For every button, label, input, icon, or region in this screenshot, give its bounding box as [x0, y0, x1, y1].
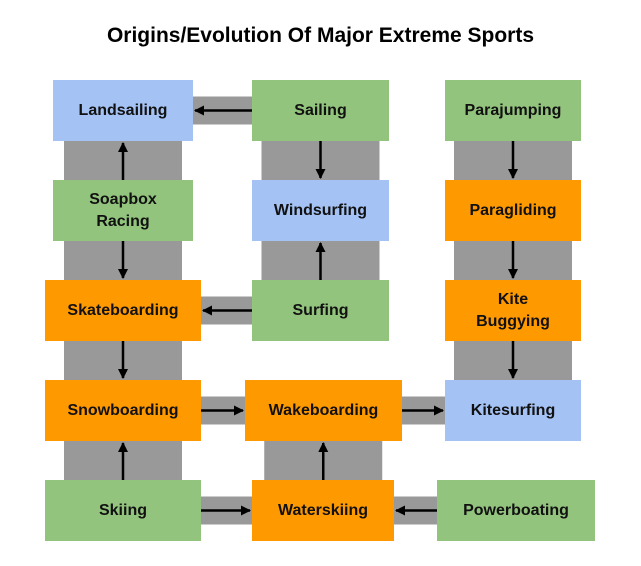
node-label-wakeboarding: Wakeboarding [268, 401, 379, 419]
node-soapbox: Soapbox Racing [53, 180, 193, 241]
node-powerboating: Powerboating [437, 480, 595, 541]
node-windsurfing: Windsurfing [252, 180, 389, 241]
node-label-sailing: Sailing [294, 101, 347, 119]
node-label-paragliding: Paragliding [469, 201, 557, 219]
node-kitesurfing: Kitesurfing [445, 380, 581, 441]
node-surfing: Surfing [252, 280, 389, 341]
node-sailing: Sailing [252, 80, 389, 141]
node-kitebuggying: Kite Buggying [445, 280, 581, 341]
node-label-kitebuggying: Kite Buggying [476, 290, 550, 330]
node-label-skateboarding: Skateboarding [67, 301, 179, 319]
node-paragliding: Paragliding [445, 180, 581, 241]
node-landsailing: Landsailing [53, 80, 193, 141]
node-snowboarding: Snowboarding [45, 380, 201, 441]
node-label-parajumping: Parajumping [464, 101, 562, 119]
node-label-snowboarding: Snowboarding [67, 401, 179, 419]
node-label-surfing: Surfing [292, 301, 349, 319]
node-label-landsailing: Landsailing [78, 101, 168, 119]
node-label-skiing: Skiing [98, 501, 147, 519]
node-label-soapbox: Soapbox Racing [89, 190, 157, 230]
node-label-kitesurfing: Kitesurfing [470, 401, 556, 419]
diagram-title: Origins/Evolution Of Major Extreme Sport… [106, 24, 535, 47]
node-label-windsurfing: Windsurfing [273, 201, 368, 219]
node-parajumping: Parajumping [445, 80, 581, 141]
node-label-powerboating: Powerboating [463, 501, 569, 519]
node-skiing: Skiing [45, 480, 201, 541]
node-wakeboarding: Wakeboarding [245, 380, 402, 441]
node-skateboarding: Skateboarding [45, 280, 201, 341]
node-waterskiing: Waterskiing [252, 480, 394, 541]
node-label-waterskiing: Waterskiing [277, 501, 369, 519]
